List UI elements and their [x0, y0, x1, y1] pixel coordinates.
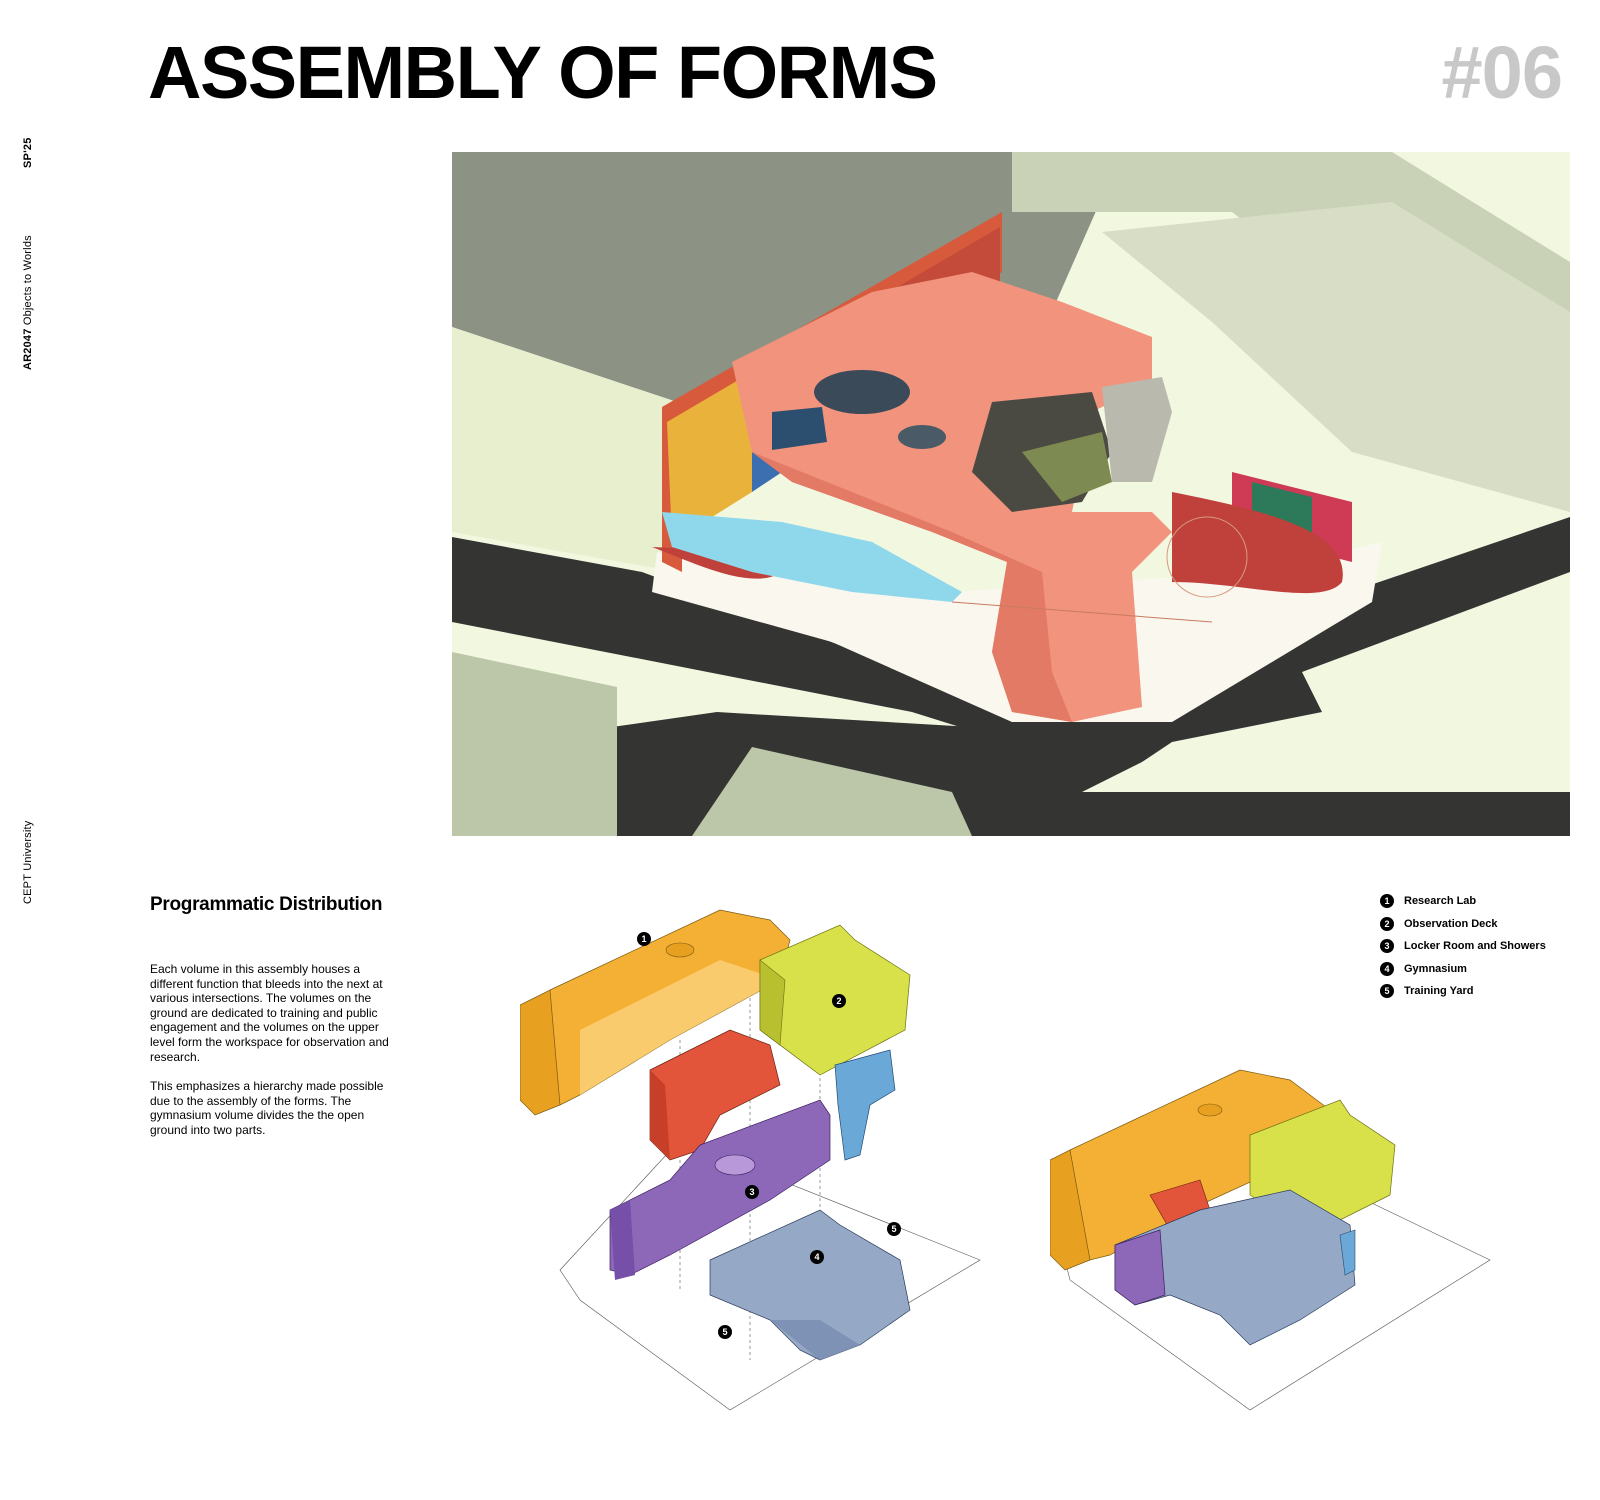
course-code: AR2047 [22, 328, 34, 370]
blue-steps [662, 512, 962, 602]
svg-text:4: 4 [814, 1252, 819, 1262]
diagram-marker-4: 4 [810, 1250, 824, 1264]
description-paragraph-2: This emphasizes a hierarchy made possibl… [150, 1079, 384, 1137]
exploded-axonometric-diagram: 1 2 3 4 5 5 [520, 909, 981, 1411]
term-label: SP'25 [22, 137, 34, 168]
assembled-axonometric-diagram [1050, 1069, 1491, 1411]
legend-label: Research Lab [1404, 895, 1477, 908]
legend-number: 4 [1380, 961, 1394, 976]
locker-room-volume [1114, 1229, 1166, 1306]
diagram-marker-5a: 5 [887, 1222, 901, 1236]
axonometric-render [452, 152, 1570, 836]
diagram-marker-5b: 5 [718, 1325, 732, 1339]
blue-volume [1339, 1229, 1356, 1276]
legend-label: Observation Deck [1404, 917, 1498, 930]
legend-label: Gymnasium [1404, 962, 1467, 975]
section-heading: Programmatic Distribution [150, 894, 383, 915]
course-label: AR2047 Objects to Worlds [22, 235, 34, 370]
legend-item-gymnasium: 4 Gymnasium [1380, 958, 1546, 981]
legend-item-observation-deck: 2 Observation Deck [1380, 913, 1546, 936]
svg-text:1: 1 [641, 934, 646, 944]
page-title: ASSEMBLY OF FORMS [148, 31, 938, 114]
diagram-marker-1: 1 [637, 932, 651, 946]
legend-number: 5 [1380, 984, 1394, 999]
legend-number: 1 [1380, 894, 1394, 909]
course-name: Objects to Worlds [22, 235, 34, 326]
legend-item-locker-room: 3 Locker Room and Showers [1380, 935, 1546, 958]
diagram-marker-2: 2 [832, 994, 846, 1008]
blue-volume [834, 1049, 896, 1161]
legend-label: Locker Room and Showers [1404, 940, 1546, 953]
description-paragraph-1: Each volume in this assembly houses a di… [150, 962, 389, 1064]
svg-text:3: 3 [749, 1187, 754, 1197]
legend: 1 Research Lab 2 Observation Deck 3 Locker … [1380, 890, 1546, 1003]
diagram-marker-3: 3 [745, 1185, 759, 1199]
page-number: #06 [1441, 31, 1563, 114]
legend-number: 3 [1380, 939, 1394, 954]
svg-text:5: 5 [891, 1224, 896, 1234]
legend-item-research-lab: 1 Research Lab [1380, 890, 1546, 913]
legend-label: Training Yard [1404, 985, 1474, 998]
legend-item-training-yard: 5 Training Yard [1380, 980, 1546, 1003]
university-label: CEPT University [22, 820, 34, 904]
svg-text:5: 5 [722, 1327, 727, 1337]
legend-number: 2 [1380, 916, 1394, 931]
svg-text:2: 2 [836, 996, 841, 1006]
